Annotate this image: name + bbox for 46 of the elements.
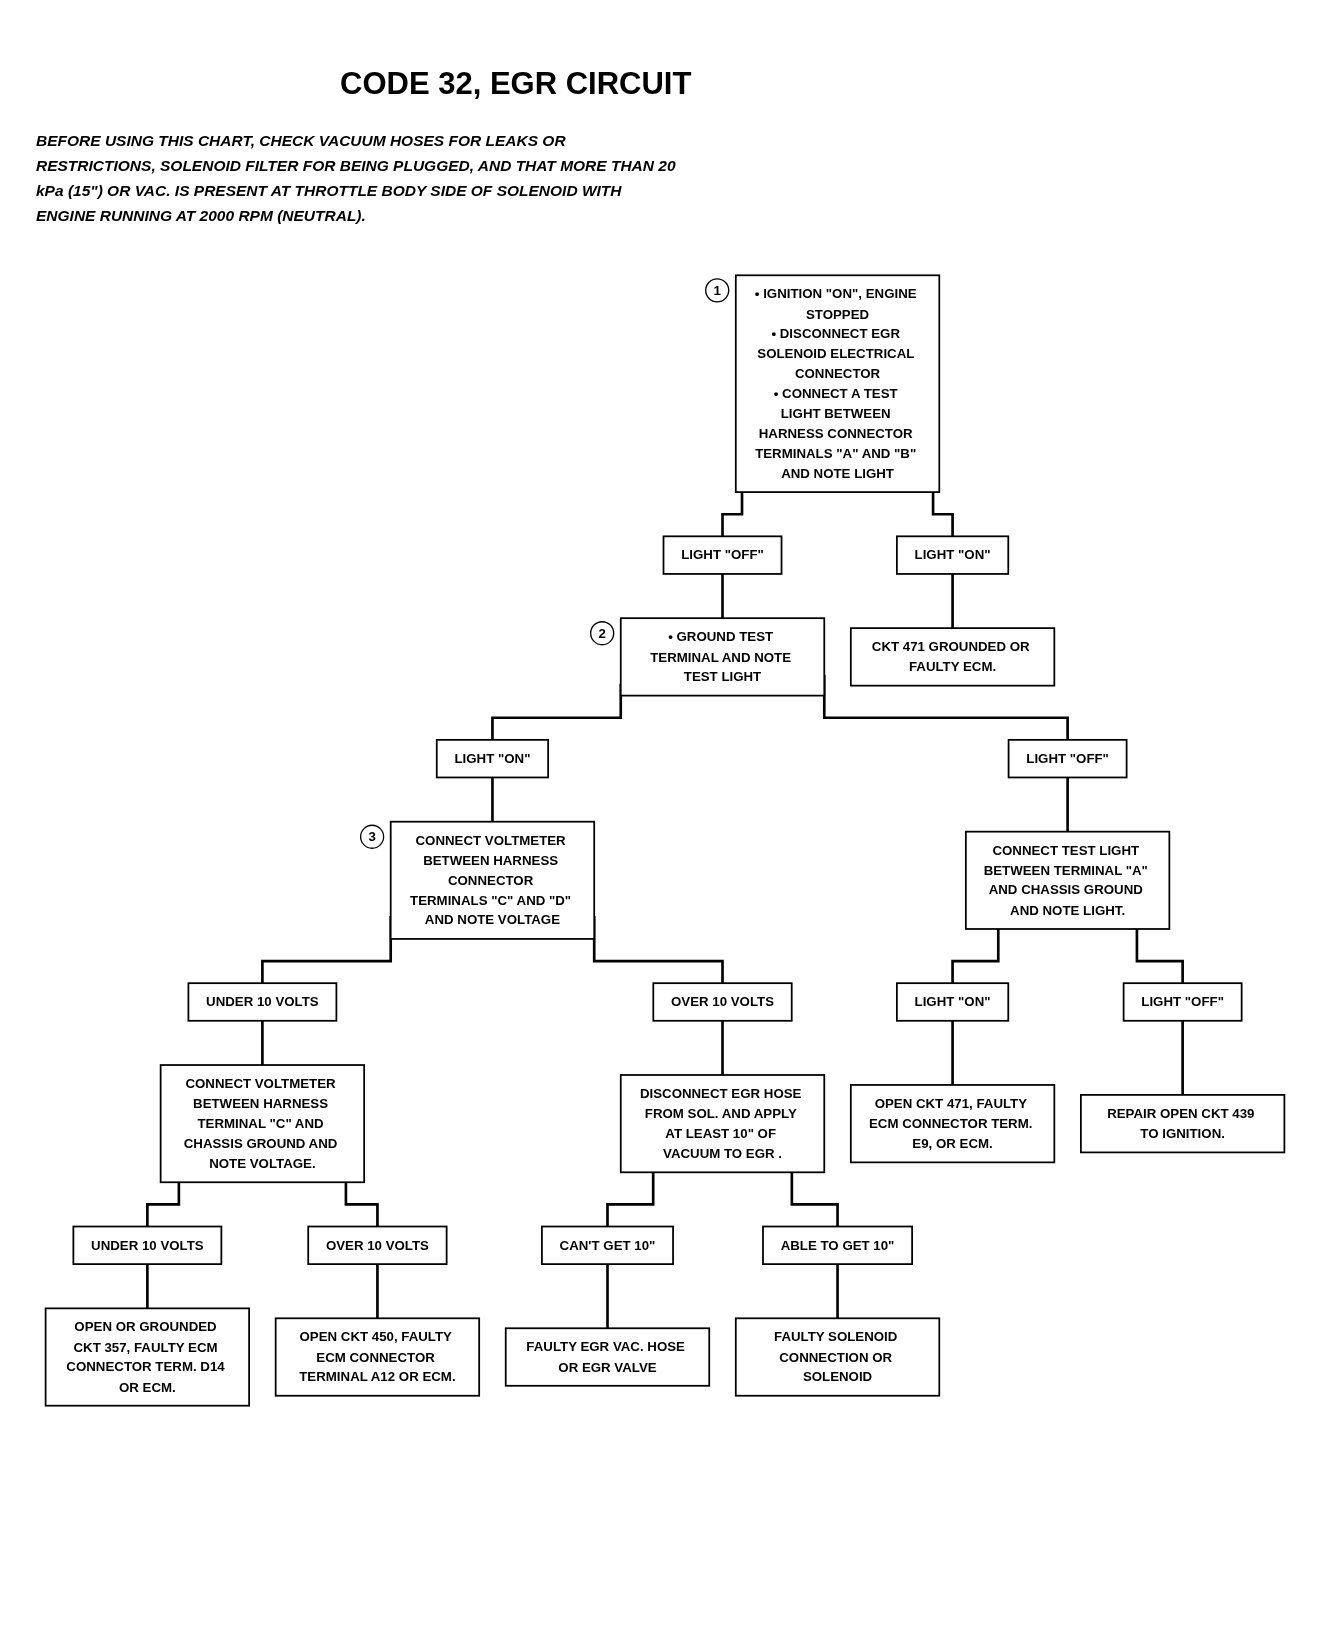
process-box: LIGHT "OFF" [662,535,783,575]
process-box: UNDER 10 VOLTS [187,982,338,1022]
process-box: OPEN CKT 471, FAULTY ECM CONNECTOR TERM. E9, OR ECM. [849,1084,1056,1164]
process-box: CONNECT VOLTMETER BETWEEN HARNESS TERMINAL "C" AND CHASSIS GROUND AND NOTE VOLTAGE. [159,1064,366,1184]
connector [344,1182,379,1228]
process-box: ABLE TO GET 10" [762,1225,913,1265]
connector [951,573,954,630]
callout-number: 3 [359,824,385,849]
process-box: OVER 10 VOLTS [307,1225,448,1265]
callout-number: 2 [590,621,615,646]
connector [376,1264,379,1320]
note-text: BEFORE USING THIS CHART, CHECK VACUUM HOSES FOR LEAKS OR RESTRICTIONS, SOLENOID FILTER FOR BEING PLUGGED, AND THAT MORE THAN 20 kPa (15") OR VAC. IS PRESENT AT THROTTLE BODY SIDE OF SOLENOID WITH ENGINE RUNNING AT 2000 RPM (NEUTRAL). [36,131,676,226]
callout-number: 1 [705,278,730,303]
connector [931,492,954,538]
process-box: LIGHT "OFF" [1007,738,1128,779]
connector [606,1264,609,1330]
process-box: CONNECT TEST LIGHT BETWEEN TERMINAL "A" AND CHASSIS GROUND AND NOTE LIGHT. [964,830,1171,930]
process-box: REPAIR OPEN CKT 439 TO IGNITION. [1080,1094,1286,1154]
process-box: LIGHT "ON" [896,982,1010,1022]
process-box: FAULTY EGR VAC. HOSE OR EGR VALVE [504,1327,711,1387]
title: CODE 32, EGR CIRCUIT [340,66,692,102]
connector [836,1264,839,1320]
process-box: LIGHT "ON" [435,738,550,779]
process-box: CKT 471 GROUNDED OR FAULTY ECM. [849,627,1056,687]
process-box: • IGNITION "ON", ENGINE STOPPED • DISCONNECT EGR SOLENOID ELECTRICAL CONNECTOR • CONNECT A TEST LIGHT BETWEEN HARNESS CONNECTOR TERMINALS "A" AND "B" AND NOTE LIGHT [734,274,941,493]
connector [721,573,724,620]
process-box: LIGHT "OFF" [1122,982,1243,1022]
process-box: CONNECT VOLTMETER BETWEEN HARNESS CONNECTOR TERMINALS "C" AND "D" AND NOTE VOLTAGE [389,820,596,940]
process-box: DISCONNECT EGR HOSE FROM SOL. AND APPLY AT LEAST 10" OF VACUUM TO EGR . [619,1074,826,1174]
connector [951,929,1000,985]
connector [146,1182,181,1228]
process-box: • GROUND TEST TERMINAL AND NOTE TEST LIGHT [619,617,826,697]
process-box: OVER 10 VOLTS [652,982,793,1022]
connector [146,1264,149,1310]
process-box: UNDER 10 VOLTS [72,1225,223,1265]
connector [261,1020,264,1067]
connector [721,492,744,538]
process-box: OPEN CKT 450, FAULTY ECM CONNECTOR TERMINAL A12 OR ECM. [274,1317,481,1397]
process-box: OPEN OR GROUNDED CKT 357, FAULTY ECM CONNECTOR TERM. D14 OR ECM. [44,1307,250,1407]
connector [1066,777,1069,833]
connector [1135,929,1184,985]
connector [790,1172,839,1228]
process-box: FAULTY SOLENOID CONNECTION OR SOLENOID [734,1317,941,1397]
connector [606,1172,655,1228]
process-box: CAN'T GET 10" [541,1225,674,1265]
process-box: LIGHT "ON" [896,535,1010,575]
